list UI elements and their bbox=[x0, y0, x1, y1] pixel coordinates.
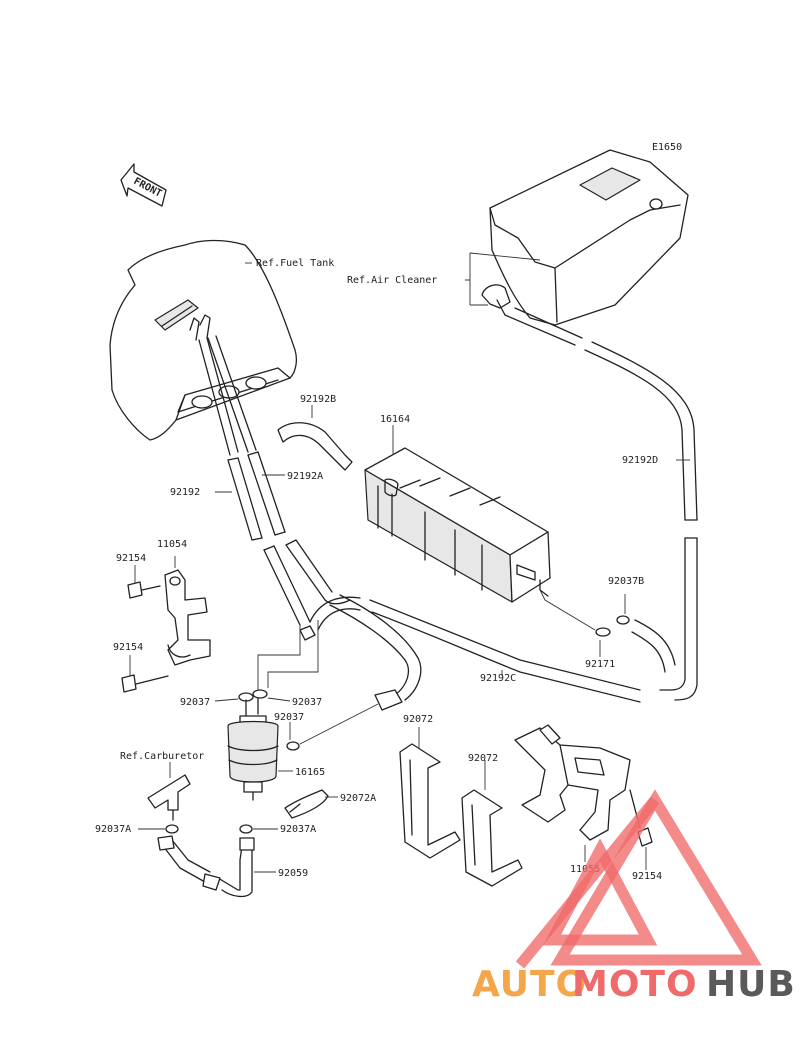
label-92037-mid: 92037 bbox=[274, 712, 304, 723]
label-92171: 92171 bbox=[585, 659, 615, 670]
label-92154-right: 92154 bbox=[632, 871, 662, 882]
label-92192D: 92192D bbox=[622, 455, 658, 466]
carburetor-t-joint bbox=[147, 774, 191, 821]
automotohub-watermark: AUTO MOTO HUB bbox=[472, 789, 796, 1005]
label-92192: 92192 bbox=[170, 487, 200, 498]
clamp-92037-mid bbox=[286, 703, 379, 751]
label-92192B: 92192B bbox=[300, 394, 336, 405]
hose-92192D bbox=[504, 307, 698, 701]
ref-carburetor-label: Ref.Carburetor bbox=[120, 751, 204, 762]
watermark-hub: HUB bbox=[706, 964, 796, 1005]
hose-92192A bbox=[207, 335, 351, 605]
label-92192C: 92192C bbox=[480, 673, 516, 684]
clamp-92072-left bbox=[399, 743, 461, 859]
hose-92192C bbox=[299, 594, 641, 711]
canister-outlet-line bbox=[539, 589, 676, 673]
canister-16164 bbox=[364, 447, 551, 603]
hose-92192B bbox=[277, 422, 353, 471]
label-92072-right: 92072 bbox=[468, 753, 498, 764]
label-92037-right: 92037 bbox=[292, 697, 322, 708]
label-92192A: 92192A bbox=[287, 471, 323, 482]
label-11054: 11054 bbox=[157, 539, 187, 550]
fuel-filter-16165 bbox=[227, 697, 279, 801]
diagram-code: E1650 bbox=[652, 142, 682, 153]
bracket-11055 bbox=[514, 724, 631, 841]
ref-air-cleaner-label: Ref.Air Cleaner bbox=[347, 275, 437, 286]
label-92072A: 92072A bbox=[340, 793, 376, 804]
label-16165: 16165 bbox=[295, 767, 325, 778]
label-92037B: 92037B bbox=[608, 576, 644, 587]
watermark-moto: MOTO bbox=[572, 964, 698, 1005]
front-arrow-icon: FRONT bbox=[120, 163, 167, 207]
clamp-92037-right bbox=[252, 689, 268, 699]
label-92072-left: 92072 bbox=[403, 714, 433, 725]
clamp-92072-right bbox=[461, 789, 523, 887]
label-92037A-right: 92037A bbox=[280, 824, 316, 835]
ref-fuel-tank-label: Ref.Fuel Tank bbox=[256, 258, 334, 269]
label-92059: 92059 bbox=[278, 868, 308, 879]
clamp-92037A-right bbox=[239, 824, 253, 834]
hose-92192 bbox=[198, 337, 311, 626]
watermark-auto: AUTO bbox=[472, 964, 587, 1005]
clip-92072A bbox=[284, 789, 329, 819]
bracket-11054 bbox=[164, 569, 211, 666]
label-92154-lower: 92154 bbox=[113, 642, 143, 653]
label-92037A-left: 92037A bbox=[95, 824, 131, 835]
air-cleaner-housing bbox=[481, 149, 689, 326]
clamp-92037A-left bbox=[165, 824, 179, 834]
label-16164: 16164 bbox=[380, 414, 410, 425]
bolt-92154-lower bbox=[121, 674, 169, 693]
hose-92059 bbox=[157, 835, 255, 898]
label-92154-upper: 92154 bbox=[116, 553, 146, 564]
fuel-tank bbox=[109, 239, 297, 441]
bolt-92154-upper bbox=[127, 581, 161, 599]
label-92037-left: 92037 bbox=[180, 697, 210, 708]
